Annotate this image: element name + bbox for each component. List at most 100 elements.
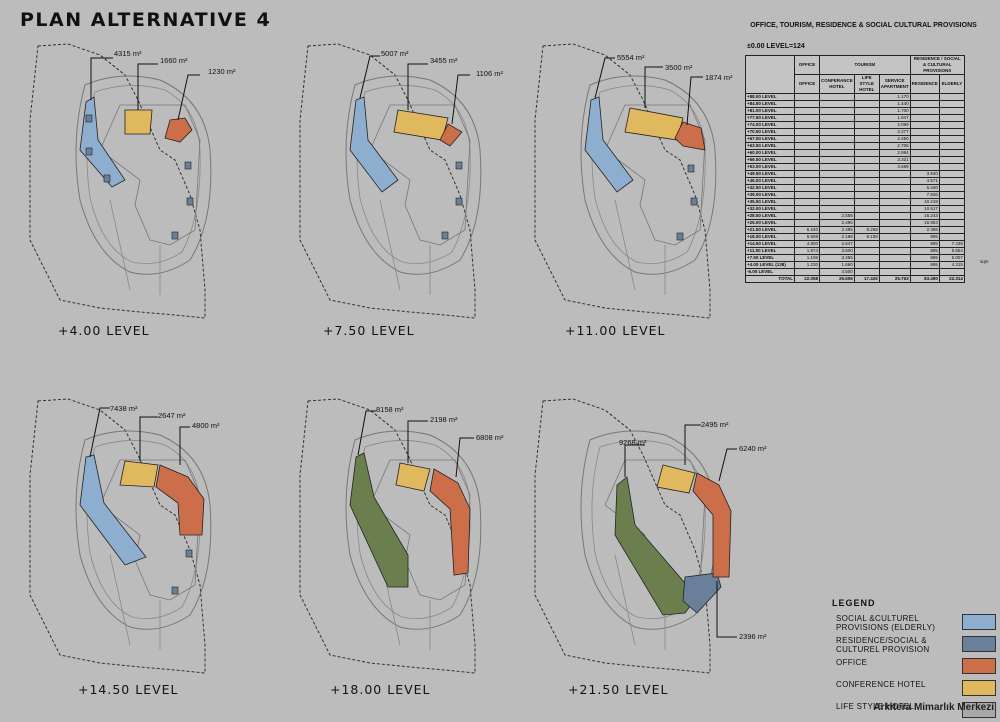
row-value (938, 233, 965, 241)
total-value: 22.058 (794, 275, 820, 283)
row-value: 1.230 (794, 261, 820, 269)
row-value (938, 93, 965, 101)
row-value: 8.158 (853, 233, 880, 241)
row-value (853, 121, 880, 129)
row-value (853, 184, 880, 192)
office-block (429, 468, 471, 576)
row-value (909, 128, 940, 136)
row-value: 2.984 (878, 149, 911, 157)
area-label: 1660 m² (160, 56, 188, 65)
legend-swatch (962, 702, 996, 718)
row-value: 1.106 (794, 254, 820, 262)
plan-14-50: 7438 m² 2647 m² 4800 m² (29, 398, 220, 674)
row-level: +74.00 LEVEL (745, 121, 795, 129)
area-label: 4315 m² (114, 49, 142, 58)
row-value (794, 121, 820, 129)
row-level: +35.50 LEVEL (745, 198, 795, 206)
legend-item: RESIDENCE/SOCIAL & CULTUREL PROVISION (832, 634, 997, 655)
row-value (938, 170, 965, 178)
table-header-residence: RESIDENCE / SOCIAL & CULTURAL PROVISIONS (909, 55, 965, 75)
legend-item: CONFERENCE HOTEL (832, 678, 997, 699)
social-culturel-block (349, 96, 399, 193)
social-culturel-block (584, 96, 634, 193)
legend-item: SOCIAL &CULTUREL PROVISIONS (ELDERLY) (832, 612, 997, 633)
row-value (794, 163, 820, 171)
row-level: +42.50 LEVEL (745, 184, 795, 192)
area-label: 9268 m² (619, 438, 647, 447)
row-value (819, 170, 855, 178)
page-title: PLAN ALTERNATIVE 4 (20, 9, 272, 31)
row-value (794, 142, 820, 150)
row-value: 4.800 (794, 240, 820, 248)
row-value: 9.268 (853, 226, 880, 234)
total-value: 25.763 (878, 275, 911, 283)
row-level: +28.50 LEVEL (745, 212, 795, 220)
row-value (853, 170, 880, 178)
row-level: +14.50 LEVEL (745, 240, 795, 248)
row-value (794, 114, 820, 122)
row-value (938, 219, 965, 227)
row-value: 2.706 (878, 142, 911, 150)
row-value (819, 93, 855, 101)
row-level: -6.00 LEVEL (745, 268, 795, 276)
row-value: 1.170 (878, 93, 911, 101)
row-value (819, 135, 855, 143)
row-value: 16.953 (909, 219, 940, 227)
conference-hotel-block (119, 460, 159, 488)
area-label: 8158 m² (376, 405, 404, 414)
row-value (853, 212, 880, 220)
level-label: +14.50 LEVEL (78, 682, 179, 697)
table-subheader: OFFICE (794, 74, 820, 94)
row-level: +53.00 LEVEL (745, 163, 795, 171)
row-value (878, 254, 911, 262)
row-value: 16.243 (909, 212, 940, 220)
row-level: +81.00 LEVEL (745, 107, 795, 115)
row-level: +67.00 LEVEL (745, 135, 795, 143)
row-value (938, 198, 965, 206)
total-value: 22.314 (938, 275, 965, 283)
row-value: 4.315 (938, 261, 965, 269)
total-value: 25.506 (819, 275, 855, 283)
row-value: 895 (909, 233, 940, 241)
area-label: 3455 m² (430, 56, 458, 65)
row-value (794, 198, 820, 206)
row-value (853, 107, 880, 115)
row-value (878, 191, 911, 199)
row-value (819, 100, 855, 108)
row-value (878, 247, 911, 255)
row-value: 2.495 (819, 219, 855, 227)
legend-title: LEGEND (832, 598, 876, 608)
legend-label: CONFERENCE HOTEL (836, 680, 926, 689)
row-value (878, 170, 911, 178)
base-level: ±0.00 LEVEL=124 (747, 43, 805, 50)
row-value (819, 128, 855, 136)
area-label: 1106 m² (476, 69, 503, 78)
plan-11-00: 5554 m² 3500 m² 1874 m² (534, 43, 733, 319)
row-level: +39.00 LEVEL (745, 191, 795, 199)
legend-item: LIFE STYLE HOTEL (832, 700, 997, 721)
social-culturel-block (79, 454, 147, 566)
legend-swatch (962, 636, 996, 652)
row-value (878, 219, 911, 227)
conference-hotel-block (124, 109, 153, 135)
row-value (794, 268, 820, 276)
row-value (853, 149, 880, 157)
row-value: 6.808 (794, 233, 820, 241)
office-block (164, 117, 193, 143)
row-value (794, 170, 820, 178)
area-label: 2198 m² (430, 415, 458, 424)
row-value (878, 184, 911, 192)
table-header-empty (745, 55, 795, 94)
row-value (794, 191, 820, 199)
row-value (819, 149, 855, 157)
